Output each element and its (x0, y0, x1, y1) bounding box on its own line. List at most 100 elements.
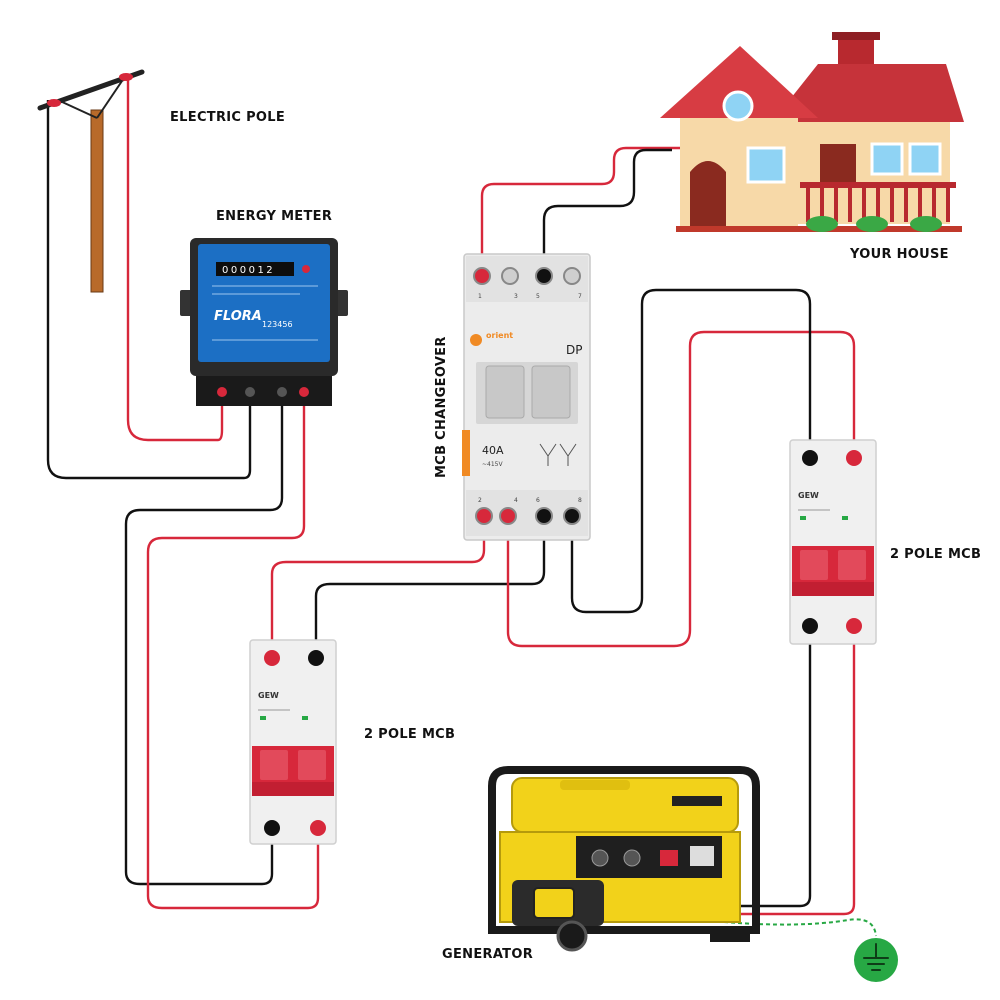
wire-pole-neutral (46, 100, 252, 480)
generator-frame-bottom (488, 800, 760, 934)
mcb-right-handle-bar (792, 582, 874, 596)
meter-model: 123456 (262, 320, 293, 329)
house-roof-left (660, 46, 818, 118)
wire-right-mcb-to-generator-live (726, 626, 856, 916)
meter-terminal-block (196, 376, 332, 406)
earth-circle (854, 938, 898, 982)
mcb-right-brand: GEW (798, 491, 819, 500)
wire-pole-live (126, 76, 224, 442)
wire-changeover-to-house-neutral (542, 148, 672, 276)
wire-meter-to-left-mcb-neutral (124, 392, 284, 886)
changeover-brand-logo (470, 334, 482, 346)
mcb-right-body (789, 439, 877, 645)
changeover-terminal-6 (535, 507, 553, 525)
changeover-top-num-1: 1 (478, 293, 482, 300)
changeover-top-num-5: 5 (536, 293, 540, 300)
generator-switch[interactable] (660, 850, 678, 866)
energy-meter: 000012 FLORA 123456 (180, 238, 348, 406)
label-mcb-changeover: MCB CHANGEOVER (434, 336, 449, 478)
changeover-schematic (539, 443, 577, 466)
generator-foot (710, 928, 750, 942)
meter-terminal-4 (299, 387, 309, 397)
mcb-left: GEW (249, 639, 337, 845)
generator (488, 766, 760, 952)
mcb-left-handle-2[interactable] (298, 750, 326, 780)
house-window-right-1 (870, 142, 904, 176)
wire-earth (723, 918, 877, 937)
changeover-brand: orient (486, 331, 513, 340)
house-bush-3 (910, 216, 942, 232)
mcb-left-handle-1[interactable] (260, 750, 288, 780)
changeover-voltage: ~415V (482, 461, 503, 468)
house-window-left (746, 146, 786, 184)
label-electric-pole: ELECTRIC POLE (170, 110, 285, 125)
mcb-left-terminal-bottom-live (310, 820, 326, 836)
mcb-right-terminal-bottom-neutral (802, 618, 818, 634)
wires (46, 76, 877, 937)
house-porch-balusters (806, 188, 950, 222)
mcb-left-terminal-top-neutral (308, 650, 324, 666)
wire-changeover-to-right-mcb-live (506, 330, 856, 648)
pole-post (90, 109, 104, 293)
generator-meter (690, 846, 714, 866)
meter-reading: 000012 (222, 265, 275, 276)
changeover-bottom-num-2: 2 (478, 497, 482, 504)
earth-icon (863, 943, 889, 971)
changeover-bottom-num-6: 6 (536, 497, 540, 504)
wire-changeover-to-house-live (480, 146, 686, 276)
mcb-left-brand: GEW (258, 691, 279, 700)
wire-changeover-to-right-mcb-neutral (570, 288, 812, 614)
generator-pull-start[interactable] (533, 887, 575, 919)
mcb-right-indicator-2 (842, 516, 848, 520)
changeover-handle-right[interactable] (531, 365, 571, 419)
mcb-left-terminal-top-live (264, 650, 280, 666)
meter-face (198, 244, 330, 362)
changeover-type: DP (566, 343, 582, 357)
changeover-terminal-4 (499, 507, 517, 525)
label-mcb-right: 2 POLE MCB (890, 547, 981, 562)
mcb-left-terminal-bottom-neutral (264, 820, 280, 836)
changeover-terminal-7 (563, 267, 581, 285)
changeover-terminal-5 (535, 267, 553, 285)
mcb-left-indicator-2 (302, 716, 308, 720)
changeover-handle-left (485, 365, 525, 419)
changeover-top-num-7: 7 (578, 293, 582, 300)
house-bush-2 (856, 216, 888, 232)
mcb-changeover: 1 3 5 7 orient DP 40A ~415V 2 4 6 8 (462, 253, 591, 541)
label-generator: GENERATOR (442, 947, 533, 962)
meter-terminal-3 (277, 387, 287, 397)
wire-left-mcb-to-changeover-live (270, 516, 486, 658)
changeover-terminal-1 (473, 267, 491, 285)
house-door-right (820, 144, 856, 188)
house-porch-rail (800, 182, 956, 188)
mcb-right-handle-1[interactable] (800, 550, 828, 580)
generator-frame-top (488, 766, 760, 820)
mcb-right-terminal-bottom-live (846, 618, 862, 634)
mcb-left-indicator-1 (260, 716, 266, 720)
label-energy-meter: ENERGY METER (216, 209, 332, 224)
label-mcb-left: 2 POLE MCB (364, 727, 455, 742)
changeover-bottom-num-8: 8 (578, 497, 582, 504)
pole-brace-left (59, 100, 98, 119)
house-bush-1 (806, 216, 838, 232)
meter-brand: FLORA (214, 309, 262, 324)
generator-label-plate (672, 796, 722, 806)
changeover-terminal-8 (563, 507, 581, 525)
changeover-bottom-num-4: 4 (514, 497, 518, 504)
house-window-right-2 (908, 142, 942, 176)
mcb-left-handle-bar (252, 782, 334, 796)
mcb-right-terminal-top-live (846, 450, 862, 466)
house-door (690, 161, 726, 228)
pole-insulator-left (47, 99, 61, 107)
label-your-house: YOUR HOUSE (849, 247, 949, 262)
pole-brace-right (96, 77, 125, 119)
changeover-orange-strip (462, 430, 470, 476)
electric-pole (37, 69, 145, 293)
meter-terminal-1 (217, 387, 227, 397)
changeover-terminal-3 (501, 267, 519, 285)
changeover-rating: 40A (482, 444, 504, 457)
mcb-right-handle-2[interactable] (838, 550, 866, 580)
pole-insulator-right (119, 73, 133, 81)
generator-socket-1 (591, 849, 609, 867)
